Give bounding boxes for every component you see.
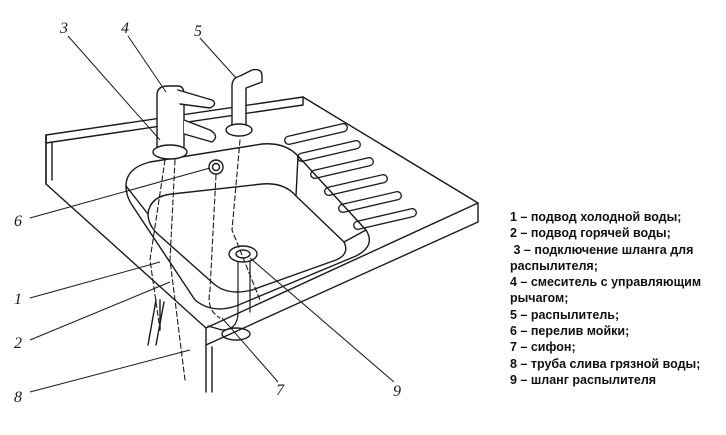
hidden-pipes [149, 139, 261, 381]
slot [310, 157, 374, 179]
leader-2 [29, 281, 171, 341]
callout-9: 9 [393, 383, 401, 400]
sink-bowl-inner [147, 183, 347, 293]
leader-1 [29, 261, 161, 299]
countertop-front-edge [205, 202, 479, 329]
legend-item-1: 1 – подвод холодной воды; [510, 210, 682, 224]
faucet-base [152, 144, 188, 160]
leader-8 [29, 349, 191, 393]
slot [284, 123, 348, 145]
leader-9 [249, 257, 395, 383]
legend-item-8: 8 – труба слива грязной воды; [510, 356, 701, 371]
callout-6: 6 [14, 213, 22, 230]
legend-item-6: 6 – перелив мойки; [510, 324, 630, 339]
legend-item-3: 3 – подключение шланга для распылителя; [510, 242, 697, 273]
hot-water-pipe [169, 159, 186, 381]
callout-3: 3 [59, 20, 68, 37]
leader-4 [127, 35, 167, 93]
slot [324, 174, 388, 196]
overflow-hole-inner [211, 162, 221, 172]
slot [338, 191, 402, 213]
sink-bowl-rim [125, 143, 370, 310]
callout-5: 5 [194, 23, 202, 40]
callout-7: 7 [276, 382, 285, 399]
faucet-lever [177, 89, 216, 109]
legend-item-9: 9 – шланг распылителя [510, 372, 657, 387]
slot [297, 140, 361, 162]
leader-6 [29, 167, 211, 219]
siphon-cup [221, 327, 251, 341]
legend: 1 – подвод холодной воды; 2 – подвод гор… [510, 209, 722, 388]
faucet-spout [183, 119, 217, 143]
legend-item-2: 2 – подвод горячей воды; [510, 226, 671, 241]
sprayer-base [225, 123, 253, 137]
cabinet-leg-left [205, 344, 213, 393]
leader-3 [67, 35, 161, 141]
legend-item-4: 4 – смеситель с управляющим рычагом; [510, 275, 705, 306]
leader-7 [221, 317, 279, 383]
callout-8: 8 [14, 389, 22, 406]
callout-2: 2 [14, 335, 22, 352]
drain [228, 245, 258, 263]
drainer-slots [284, 123, 417, 230]
leader-5 [199, 37, 237, 79]
siphon [207, 261, 251, 331]
sprayer-hose [231, 139, 261, 301]
overflow-pipe [208, 174, 221, 319]
legend-item-7: 7 – сифон; [510, 340, 576, 355]
waste-pipe [147, 299, 165, 346]
callout-4: 4 [121, 20, 129, 37]
sprayer-body [231, 68, 263, 126]
callout-1: 1 [14, 291, 22, 308]
slot [353, 208, 417, 230]
overflow-hole [208, 159, 224, 175]
cold-water-pipe [149, 159, 166, 331]
leader-lines [29, 35, 395, 393]
legend-item-5: 5 – распылитель; [510, 307, 620, 322]
